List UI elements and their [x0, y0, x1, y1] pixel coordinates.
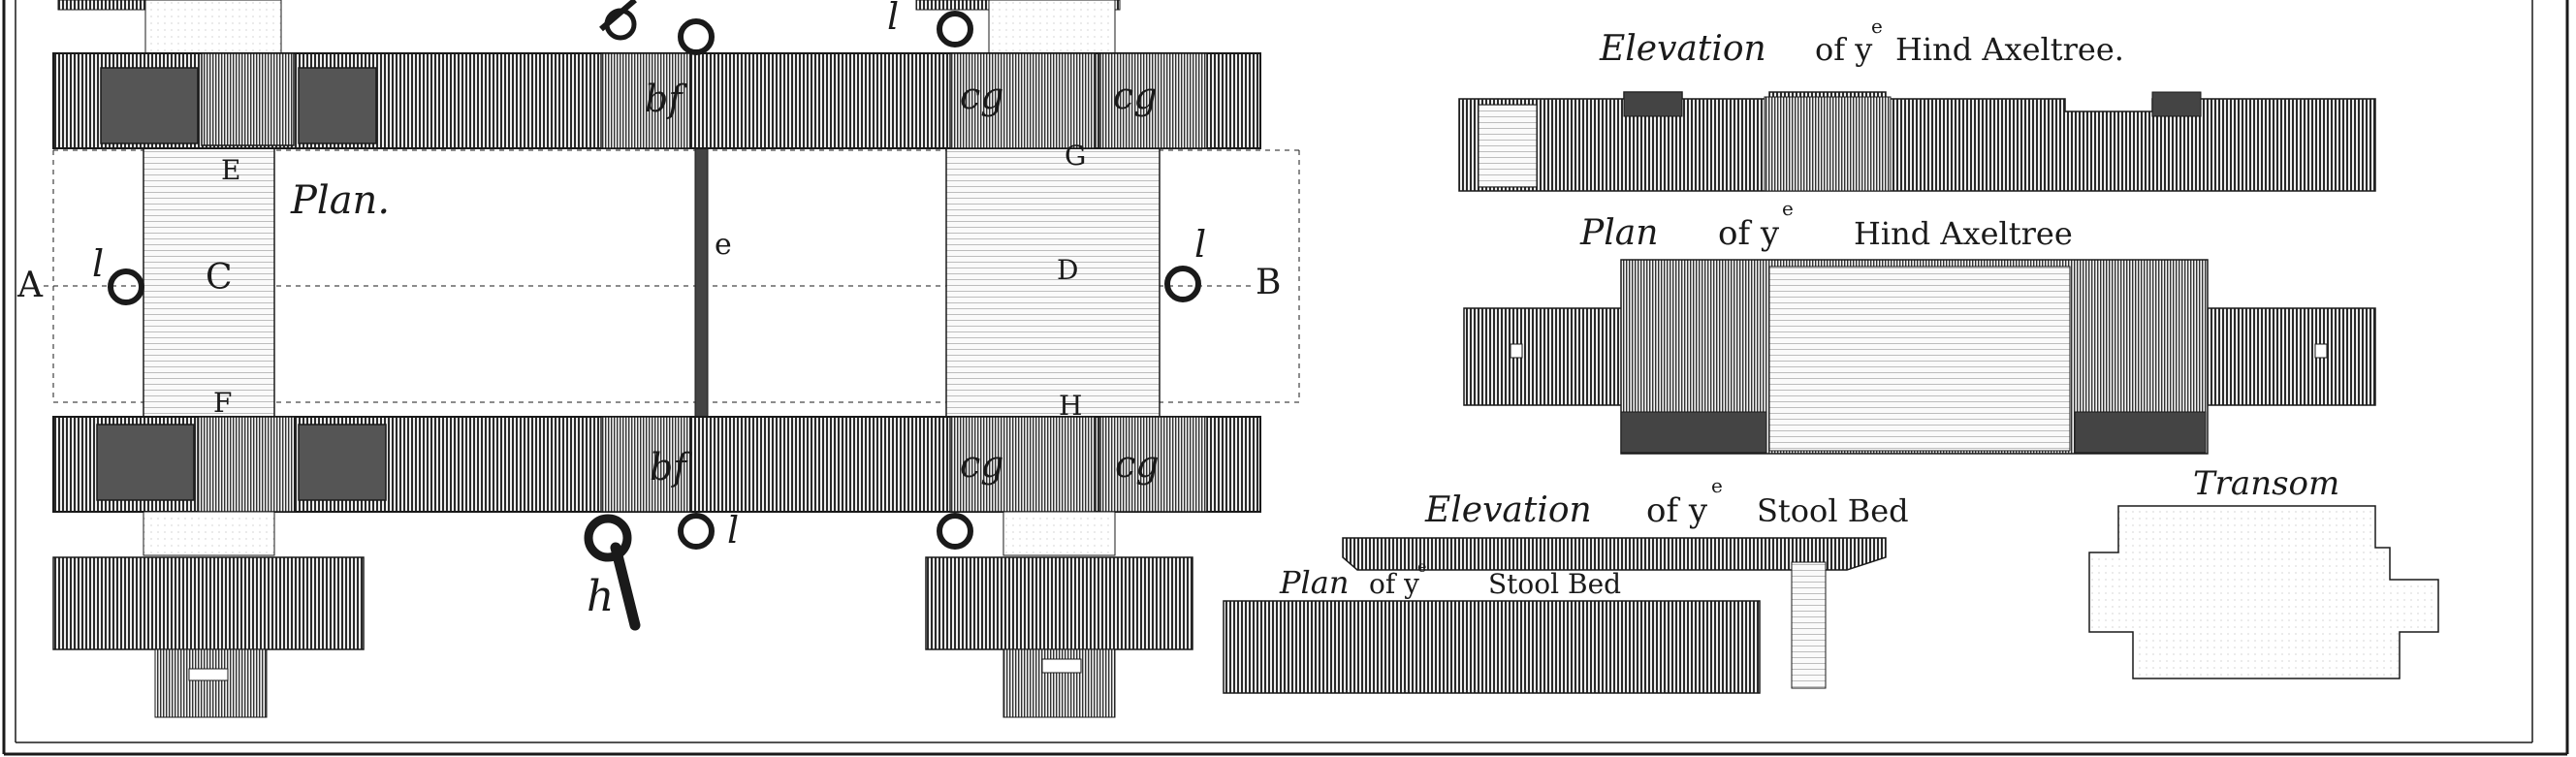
- transom: Transom: [2088, 464, 2439, 679]
- hind-axletree-plan: Plan of y e Hind Axeltree: [1463, 197, 2376, 455]
- letter-a: A: [16, 266, 44, 305]
- transom-title: Transom: [2193, 464, 2339, 503]
- letter-l-4: l: [727, 509, 739, 552]
- hind-elev-title-sup: e: [1871, 15, 1883, 38]
- ring-icons: [108, 11, 1201, 550]
- hind-plan-title-sup: e: [1782, 197, 1794, 220]
- crossbar-e: [694, 144, 709, 418]
- hind-plan-title-a: Plan: [1579, 213, 1658, 253]
- stool-plan-title-c: Stool Bed: [1488, 568, 1621, 600]
- fore-axletree: [143, 144, 275, 418]
- hind-axletree-elevation: Elevation of y e Hind Axeltree.: [1458, 15, 2376, 192]
- letter-l-1: l: [92, 242, 104, 285]
- hind-wheel: [925, 556, 1193, 650]
- hind-plan-title-b: of y: [1718, 214, 1780, 253]
- plan-drawing: Plan. A B C D E F G H e h l l l l bf bf …: [16, 0, 1300, 718]
- letter-h: H: [1059, 390, 1082, 422]
- hind-elev-title-b: of y: [1815, 31, 1872, 68]
- stool-plan-title-sup: e: [1417, 557, 1426, 576]
- stool-plan-title-a: Plan: [1279, 564, 1349, 601]
- fore-wheel: [52, 556, 365, 650]
- stool-plan-title-b: of y: [1369, 568, 1419, 600]
- stool-elev-title-sup: e: [1711, 474, 1723, 497]
- letter-h-lower: h: [587, 572, 614, 621]
- stool-bed: Elevation of y e Stool Bed Plan of y e S…: [1223, 474, 1909, 694]
- letter-cg-1: cg: [960, 75, 1004, 117]
- letter-bf-2: bf: [650, 446, 692, 489]
- hook-icon: [584, 0, 641, 631]
- stool-elev-title-b: of y: [1646, 491, 1708, 530]
- stool-elev-title-a: Elevation: [1424, 490, 1592, 530]
- letter-f: F: [213, 387, 232, 419]
- letter-b: B: [1256, 263, 1281, 302]
- plan-title: Plan.: [290, 178, 390, 223]
- hind-axletree-block: [945, 144, 1161, 418]
- letter-bf-1: bf: [645, 78, 687, 120]
- hind-plan-title-c: Hind Axeltree: [1854, 215, 2073, 252]
- letter-l-3: l: [887, 0, 899, 38]
- letter-e-lower: e: [715, 228, 732, 262]
- hind-elev-title-a: Elevation: [1599, 29, 1766, 69]
- stool-elev-title-c: Stool Bed: [1757, 492, 1909, 529]
- hind-elev-title-c: Hind Axeltree.: [1895, 31, 2124, 68]
- letter-cg-3: cg: [960, 443, 1004, 486]
- letter-cg-2: cg: [1113, 75, 1158, 117]
- letter-l-2: l: [1194, 223, 1206, 266]
- letter-cg-4: cg: [1115, 443, 1160, 486]
- letter-c: C: [206, 258, 233, 298]
- letter-d: D: [1057, 254, 1078, 286]
- letter-e-upper: E: [221, 154, 240, 186]
- letter-g: G: [1065, 140, 1086, 172]
